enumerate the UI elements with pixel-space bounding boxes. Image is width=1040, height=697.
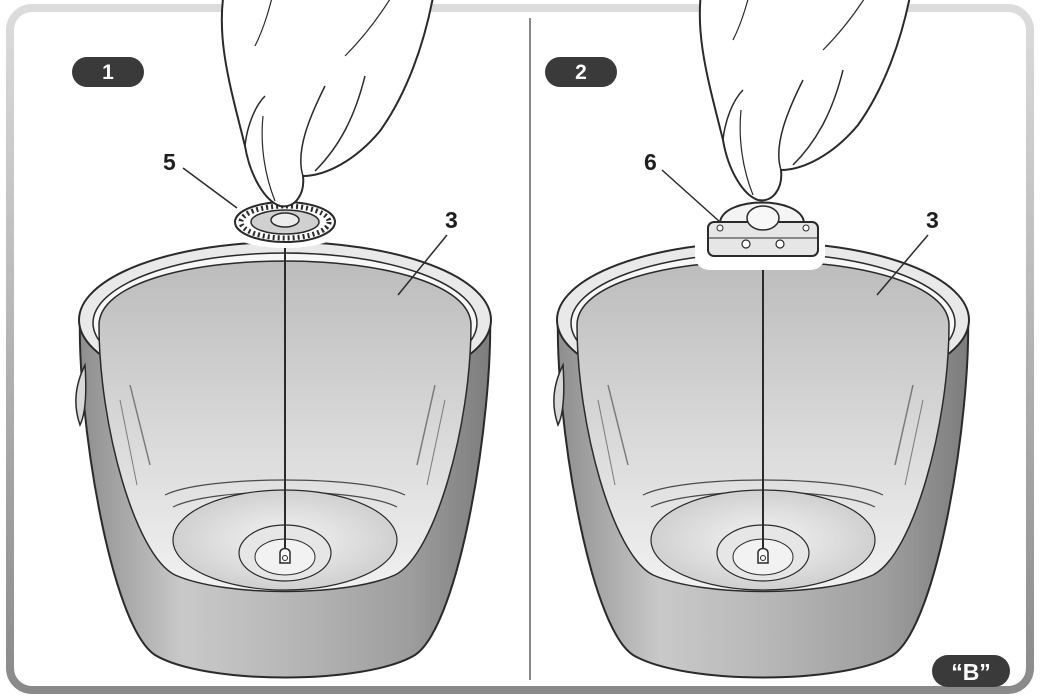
step-number-2: 2 xyxy=(575,61,587,84)
part-label-5: 5 xyxy=(163,149,176,175)
callout-line-5 xyxy=(182,167,238,209)
whisk-part xyxy=(234,201,336,243)
callout-line-6 xyxy=(661,169,721,223)
part-label-6: 6 xyxy=(644,149,657,175)
callout-line-3b xyxy=(876,234,929,296)
callout-line-3a xyxy=(397,234,448,296)
panel-step-1: 1 5 3 xyxy=(72,0,492,679)
part-label-3b: 3 xyxy=(926,207,939,233)
figure-tag: “B” xyxy=(951,659,991,685)
stirrer-part xyxy=(707,201,819,257)
step-badge-2: 2 xyxy=(545,57,617,87)
part-label-3a: 3 xyxy=(445,207,458,233)
step-number-1: 1 xyxy=(102,61,114,84)
milk-jug-1 xyxy=(74,214,492,679)
milk-jug-2 xyxy=(552,214,970,679)
panel-step-2: 2 6 3 xyxy=(545,0,970,679)
figure-tag-badge: “B” xyxy=(932,655,1010,687)
step-badge-1: 1 xyxy=(72,57,144,87)
